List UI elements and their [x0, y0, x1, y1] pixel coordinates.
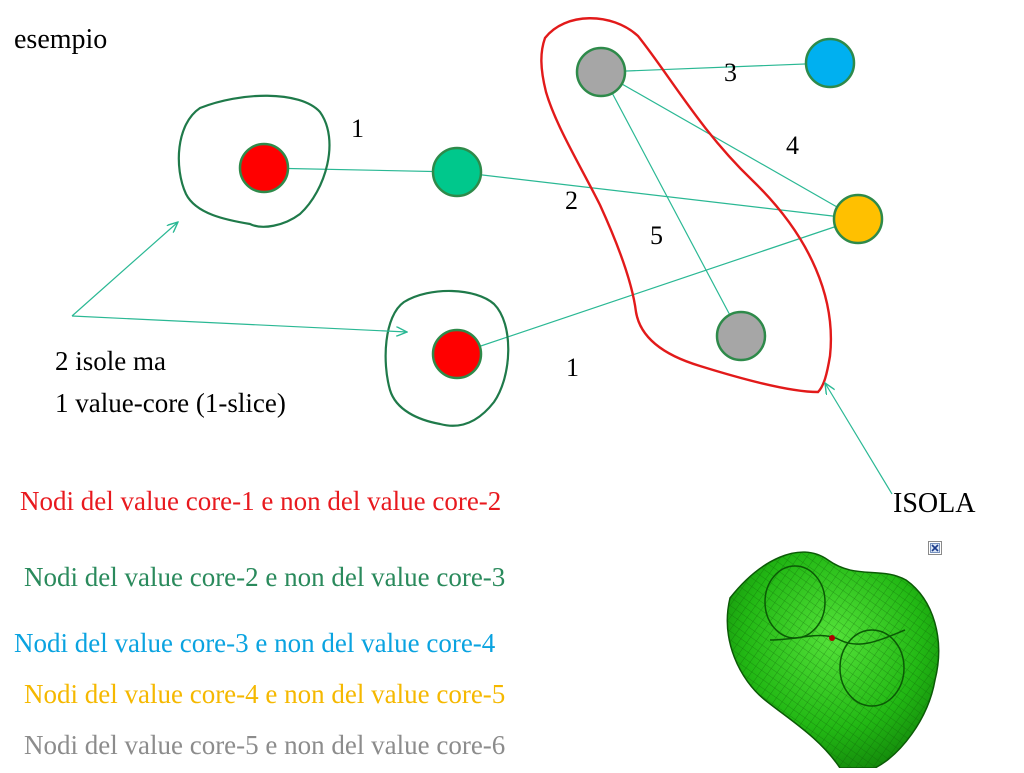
- node-red-bottom: [431, 328, 483, 380]
- node-red-top: [238, 142, 290, 194]
- note-line-2: 1 value-core (1-slice): [55, 388, 286, 418]
- edge-label: 2: [565, 186, 578, 215]
- edge-red-bottom-to-yellow: [456, 218, 859, 355]
- arrow-note-to-bottom-island: [71, 315, 407, 332]
- island-outline-top: [177, 94, 331, 228]
- edge-gray-top-to-yellow: [600, 71, 859, 220]
- saddle-surface-image: [726, 551, 940, 769]
- edge-label: 3: [724, 58, 737, 87]
- isola-label: ISOLA: [893, 488, 976, 519]
- legend-item-core-4: Nodi del value core-4 e non del value co…: [24, 679, 506, 709]
- edge-label: 1: [566, 353, 579, 382]
- nodes: [238, 37, 884, 380]
- legend-item-core-3: Nodi del value core-3 e non del value co…: [14, 628, 496, 658]
- node-gray-bottom: [715, 310, 767, 362]
- isola-outline: [540, 17, 832, 394]
- legend-item-core-1: Nodi del value core-1 e non del value co…: [20, 486, 502, 516]
- slide-title: esempio: [14, 24, 108, 55]
- edge-teal-to-yellow: [456, 171, 859, 220]
- node-yellow: [832, 193, 884, 245]
- arrow-note-to-top-island: [71, 222, 178, 317]
- edge-gray-top-to-blue: [600, 62, 831, 73]
- edge-label: 4: [786, 131, 799, 160]
- legend-item-core-2: Nodi del value core-2 e non del value co…: [24, 562, 506, 592]
- arrow-isola-label-to-outline: [825, 383, 893, 495]
- note-line-1: 2 isole ma: [55, 346, 166, 376]
- node-blue: [804, 37, 856, 89]
- edge-gray-top-to-gray-bottom: [600, 71, 742, 337]
- edge-label: 1: [351, 114, 364, 143]
- island-outline-bottom: [384, 289, 510, 427]
- arrows: [71, 222, 893, 495]
- edge-label: 5: [650, 221, 663, 250]
- edges: [263, 62, 859, 355]
- legend-item-core-5: Nodi del value core-5 e non del value co…: [24, 730, 506, 760]
- broken-image-icon: [928, 541, 942, 555]
- node-teal: [431, 146, 483, 198]
- edge-red-top-to-teal: [263, 167, 458, 173]
- node-gray-top: [575, 46, 627, 98]
